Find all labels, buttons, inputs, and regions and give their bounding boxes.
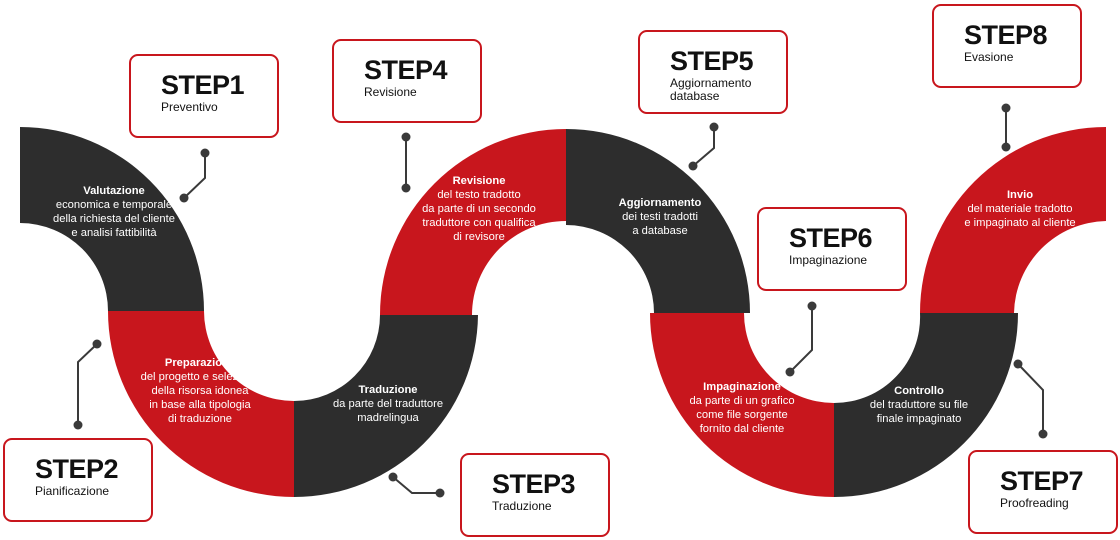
segment-2-shape xyxy=(108,311,294,497)
connector-dot xyxy=(388,472,398,482)
step-7-subtitle: Proofreading xyxy=(1000,496,1069,510)
step-5-box: STEP5 Aggiornamento database xyxy=(638,30,788,114)
segment-3-body: da parte del traduttore madrelingua xyxy=(332,398,444,424)
segment-5-shape xyxy=(566,129,750,313)
step-8-box: STEP8 Evasione xyxy=(932,4,1082,88)
step-8-subtitle: Evasione xyxy=(964,50,1014,64)
segment-5-text: Aggiornamento dei testi tradotti a datab… xyxy=(590,196,730,238)
step-7-title: STEP7 xyxy=(1000,466,1084,496)
segment-2-heading: Preparazione xyxy=(164,357,236,369)
connector-dot xyxy=(688,161,698,171)
step-2-subtitle: Pianificazione xyxy=(35,484,110,498)
connector-step5 xyxy=(692,127,715,167)
step-6-title: STEP6 xyxy=(789,223,873,253)
segment-8-text: Invio del materiale tradotto e impaginat… xyxy=(950,188,1090,230)
segment-4-shape xyxy=(380,129,566,315)
connector-step6 xyxy=(789,306,813,373)
segment-5-body: dei testi tradotti a database xyxy=(622,211,698,237)
segment-3-text: Traduzione da parte del traduttore madre… xyxy=(318,383,458,425)
step-1-box: STEP1 Preventivo xyxy=(129,54,279,138)
step-1-title: STEP1 xyxy=(161,70,245,100)
segment-1-text: Valutazione economica e temporale della … xyxy=(36,184,192,240)
step-2-title: STEP2 xyxy=(35,454,119,484)
step-3-title: STEP3 xyxy=(492,469,576,499)
connector-dot xyxy=(1013,359,1023,369)
connector-step1 xyxy=(183,153,206,199)
segment-4-heading: Revisione xyxy=(452,175,506,187)
connector-dot xyxy=(200,148,210,158)
step-3-box: STEP3 Traduzione xyxy=(460,453,610,537)
step-3-subtitle: Traduzione xyxy=(492,499,552,513)
step-6-box: STEP6 Impaginazione xyxy=(757,207,907,291)
segment-1-body: economica e temporale della richiesta de… xyxy=(53,199,175,239)
segment-1-shape xyxy=(20,127,204,311)
connector-dot xyxy=(179,193,189,203)
segment-7-body: del traduttore su file finale impaginato xyxy=(869,399,969,425)
connector-dot xyxy=(73,420,83,430)
connector-dot xyxy=(401,132,411,142)
segment-6-text: Impaginazione da parte di un grafico com… xyxy=(660,380,824,436)
connector-dot xyxy=(807,301,817,311)
step-4-title: STEP4 xyxy=(364,55,448,85)
connector-dot xyxy=(785,367,795,377)
segment-4-body: del testo tradotto da parte di un second… xyxy=(422,189,536,243)
step-1-subtitle: Preventivo xyxy=(161,100,218,114)
step-2-box: STEP2 Pianificazione xyxy=(3,438,153,522)
connector-dot xyxy=(92,339,102,349)
connector-dot xyxy=(1001,142,1011,152)
segment-5-heading: Aggiornamento xyxy=(618,197,702,209)
connector-dot xyxy=(1001,103,1011,113)
segment-7-heading: Controllo xyxy=(894,385,944,397)
step-5-title: STEP5 xyxy=(670,46,754,76)
segment-2-text: Preparazione del progetto e selezione de… xyxy=(130,356,270,426)
connector-dot xyxy=(401,183,411,193)
connector-dot xyxy=(1038,429,1048,439)
connector-step2 xyxy=(77,343,98,425)
segment-6-shape xyxy=(650,313,834,497)
segment-6-body: da parte di un grafico come file sorgent… xyxy=(689,395,795,435)
connector-step3 xyxy=(392,476,440,494)
connector-step7 xyxy=(1017,363,1044,434)
step-4-box: STEP4 Revisione xyxy=(332,39,482,123)
segment-7-shape xyxy=(834,313,1018,497)
step-4-subtitle: Revisione xyxy=(364,85,417,99)
connector-dot xyxy=(435,488,445,498)
segment-8-body: del materiale tradotto e impaginato al c… xyxy=(964,203,1076,229)
segment-1-heading: Valutazione xyxy=(83,185,145,197)
segment-8-heading: Invio xyxy=(1006,189,1034,201)
segment-8-shape xyxy=(920,127,1106,313)
connector-dot xyxy=(709,122,719,132)
segment-4-text: Revisione del testo tradotto da parte di… xyxy=(400,174,558,244)
step-5-subtitle: Aggiornamento database xyxy=(670,76,752,103)
segment-3-shape xyxy=(294,315,478,497)
segment-2-body: del progetto e selezione della risorsa i… xyxy=(140,371,260,425)
step-6-subtitle: Impaginazione xyxy=(789,253,868,267)
segment-7-text: Controllo del traduttore su file finale … xyxy=(846,384,992,426)
step-7-box: STEP7 Proofreading xyxy=(968,450,1118,534)
segment-3-heading: Traduzione xyxy=(358,384,418,396)
step-8-title: STEP8 xyxy=(964,20,1048,50)
segment-6-heading: Impaginazione xyxy=(703,381,781,393)
